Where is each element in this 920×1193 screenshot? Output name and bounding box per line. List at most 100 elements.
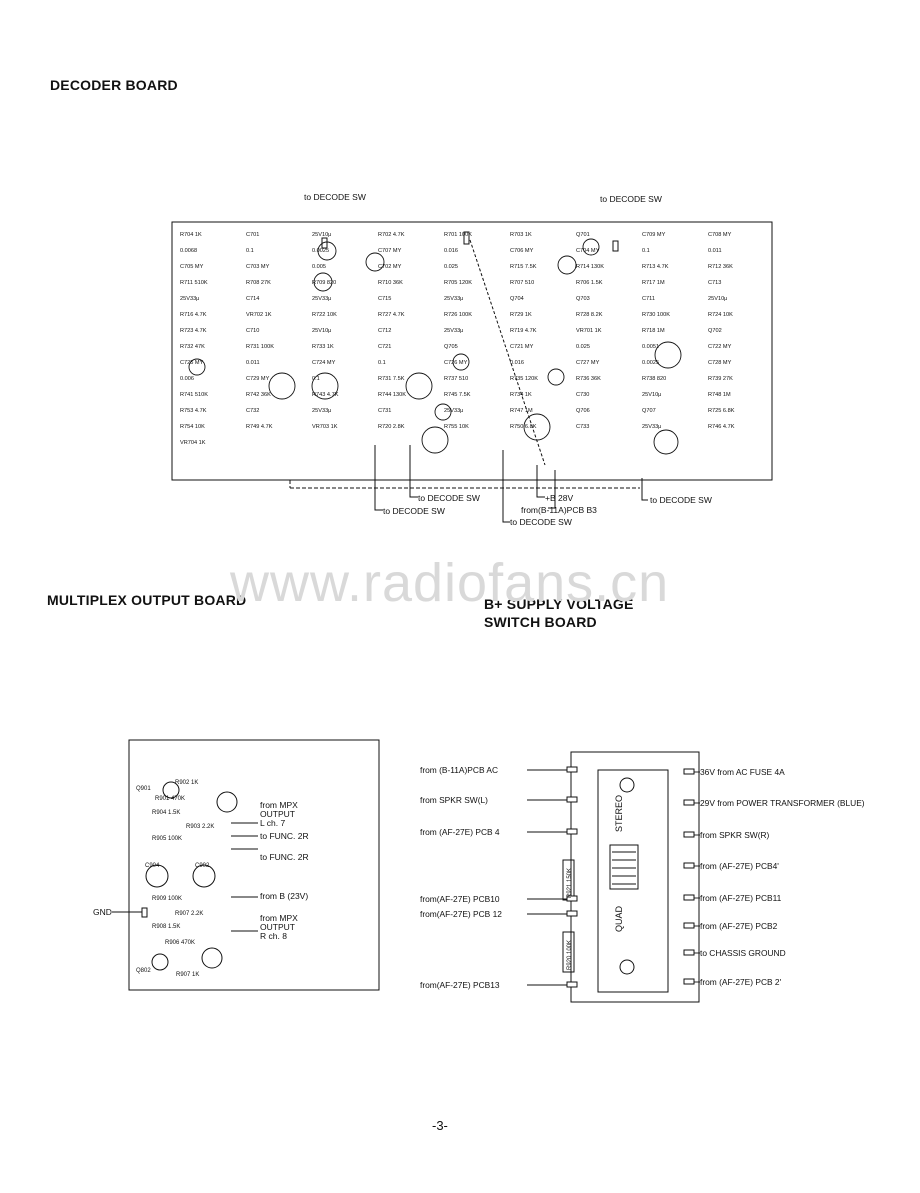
decoder-part-label: C703 MY [246,264,270,270]
decoder-part-label: C726 MY [444,360,468,366]
decoder-part-label: C706 MY [510,248,534,254]
b-supply-switch-board-title: B+ SUPPLY VOLTAGE SWITCH BOARD [484,595,634,631]
decoder-part-label: 0.1 [378,360,386,366]
decoder-part-label: 0.1 [642,248,650,254]
decoder-part-label: C733 [576,424,589,430]
decoder-part-label: C728 MY [708,360,732,366]
decoder-part-label: R702 4.7K [378,232,405,238]
b-supply-board-outline [570,751,700,1003]
decoder-part-label: Q704 [510,296,524,302]
decoder-part-label: R738 820 [642,376,666,382]
decoder-label-bottom-b: to DECODE SW [418,493,480,503]
decoder-part-label: 25V33μ [312,296,331,302]
mpx-part-label: Q901 [136,786,151,792]
decoder-part-label: R724 10K [708,312,733,318]
decoder-part-label: C701 [246,232,259,238]
decoder-part-label: R753 4.7K [180,408,207,414]
decoder-top-connector-mid [463,231,470,245]
decoder-part-label: C711 [642,296,655,302]
decoder-component-circle [405,372,433,400]
mpx-part-label: R903 2.2K [186,824,214,830]
mpx-label-out-r-1: from MPX [260,913,298,923]
mpx-label-from-b: from B (23V) [260,891,308,901]
mpx-part-label: R909 100K [152,896,182,902]
decoder-component-circle [557,255,577,275]
b-supply-right-terminal [683,949,695,956]
decoder-part-label: VR701 1K [576,328,602,334]
decoder-part-label: R725 6.8K [708,408,735,414]
decoder-part-label: R750 6.8K [510,424,537,430]
decoder-part-label: R719 4.7K [510,328,537,334]
decoder-part-label: R733 1K [312,344,334,350]
decoder-part-label: 0.1 [246,248,254,254]
decoder-part-label: R712 36K [708,264,733,270]
mpx-label-gnd: GND [93,907,112,917]
decoder-part-label: R714 130K [576,264,604,270]
decoder-part-label: R709 820 [312,280,336,286]
b-supply-right-label: from (AF-27E) PCB4' [700,861,779,871]
decoder-part-label: R710 36K [378,280,403,286]
b-supply-left-label: from (B-11A)PCB AC [420,765,498,775]
b-supply-title-line1: B+ SUPPLY VOLTAGE [484,596,634,612]
decoder-part-label: Q707 [642,408,656,414]
decoder-part-label: 25V10μ [642,392,661,398]
decoder-part-label: R737 510 [444,376,468,382]
decoder-part-label: R718 1M [642,328,665,334]
decoder-component-circle [313,272,333,292]
decoder-part-label: R739 27K [708,376,733,382]
r921-label: R921 150K [567,868,573,898]
decoder-part-label: C721 MY [510,344,534,350]
b-supply-right-label: from SPKR SW(R) [700,830,770,840]
decoder-component-circle [653,429,679,455]
b-supply-right-terminal [683,894,695,901]
decoder-part-label: R741 510K [180,392,208,398]
page-number: -3- [432,1118,448,1133]
decoder-part-label: C705 MY [180,264,204,270]
switch-label-quad: QUAD [614,905,624,932]
decoder-part-label: R736 36K [576,376,601,382]
decoder-part-label: 0.016 [444,248,458,254]
decoder-part-label: R716 4.7K [180,312,207,318]
b-supply-right-terminal [683,768,695,775]
b-supply-left-terminal [566,796,578,803]
mpx-part-label: R906 470K [165,940,195,946]
decoder-part-label: Q706 [576,408,590,414]
b-supply-right-terminal [683,978,695,985]
switch-mount-hole-bottom [619,959,635,975]
decoder-part-label: C730 [576,392,589,398]
decoder-part-label: C702 MY [378,264,402,270]
decoder-part-label: C732 [246,408,259,414]
mpx-part-label: R901 470K [155,796,185,802]
decoder-part-label: R745 7.5K [444,392,471,398]
decoder-part-label: C704 MY [576,248,600,254]
b-supply-title-line2: SWITCH BOARD [484,614,597,630]
mpx-part-label: R908 1.5K [152,924,180,930]
decoder-part-label: R726 100K [444,312,472,318]
b-supply-left-terminal [566,828,578,835]
b-supply-left-label: from SPKR SW(L) [420,795,488,805]
decoder-board-outline [171,221,773,481]
mpx-part-label: R905 100K [152,836,182,842]
decoder-part-label: R747 1M [510,408,533,414]
decoder-part-label: R755 10K [444,424,469,430]
decoder-part-label: R708 27K [246,280,271,286]
decoder-part-label: 0.005 [312,264,326,270]
b-supply-left-label: from(AF-27E) PCB10 [420,894,500,904]
decoder-part-label: C713 [708,280,721,286]
b-supply-right-terminal [683,831,695,838]
decoder-component-circle [547,368,565,386]
decoder-part-label: C731 [378,408,391,414]
decoder-part-label: VR702 1K [246,312,272,318]
decoder-part-label: 25V33μ [444,328,463,334]
b-supply-left-terminal [566,981,578,988]
watermark: www.radiofans.cn [230,553,670,613]
decoder-part-label: R705 120K [444,280,472,286]
b-supply-right-terminal [683,922,695,929]
mpx-label-out-l-2: OUTPUT [260,809,295,819]
decoder-part-label: R730 100K [642,312,670,318]
decoder-part-label: 0.025 [576,344,590,350]
decoder-component-circle [421,426,449,454]
b-supply-right-label: 36V from AC FUSE 4A [700,767,785,777]
